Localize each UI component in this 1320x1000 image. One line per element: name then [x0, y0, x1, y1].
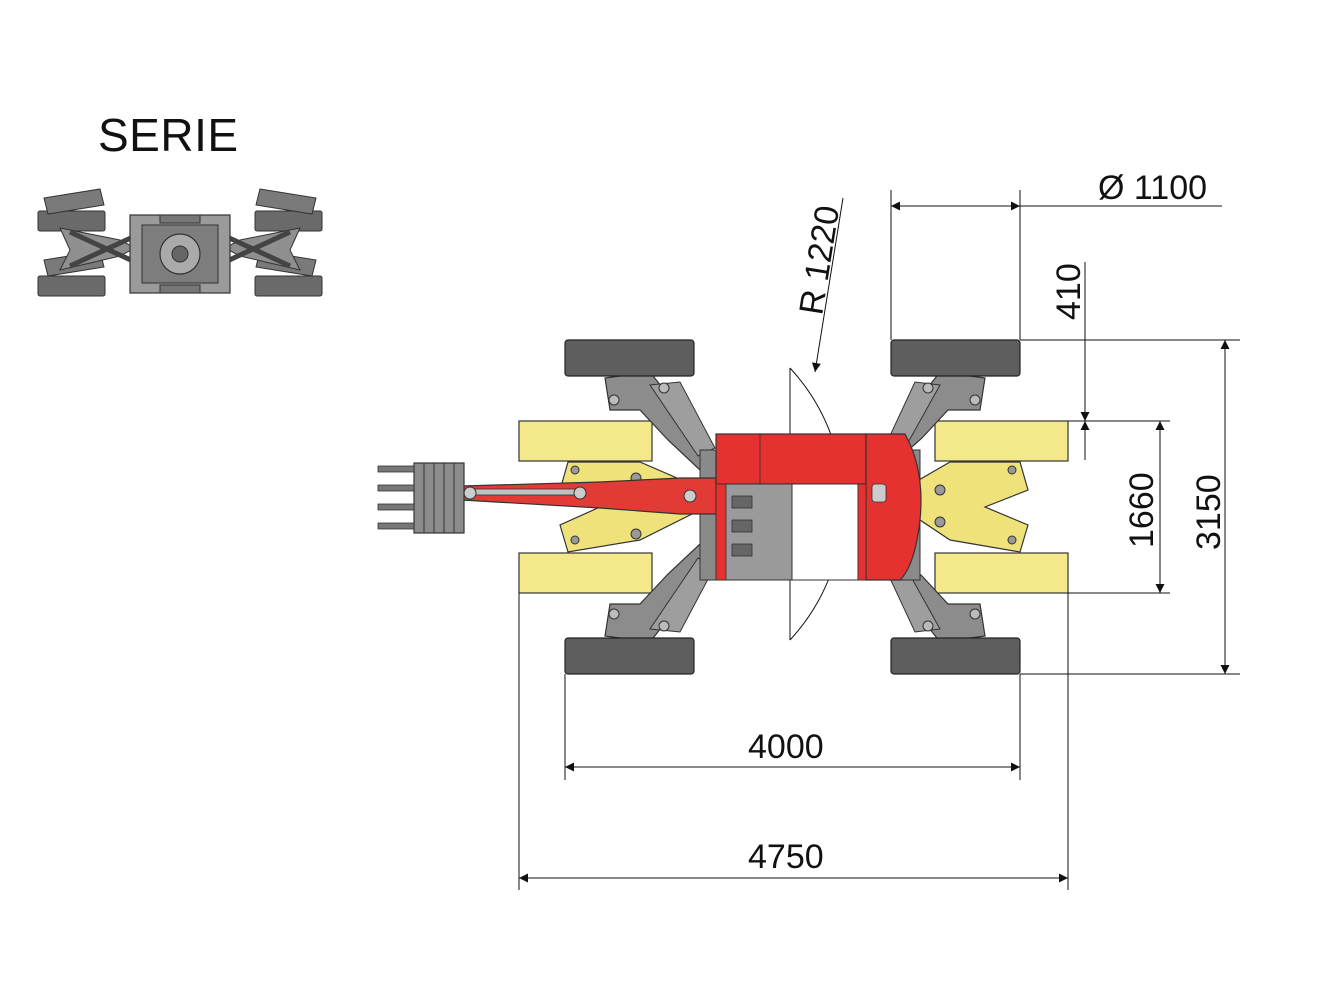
- wheel-right-top: [890, 339, 1021, 377]
- label-total-length: 4750: [748, 838, 824, 876]
- serie-title: SERIE: [98, 109, 239, 161]
- outrigger-right: [904, 461, 1029, 553]
- label-wheel-diameter: Ø 1100: [1098, 169, 1207, 207]
- pad-left-top: [518, 420, 653, 462]
- cab-window: [791, 483, 859, 581]
- thumb-wheel-br: [254, 275, 323, 297]
- bucket-tooth-2: [377, 484, 415, 492]
- thumb-wheel-tl2: [43, 188, 105, 215]
- dimension-lines: [518, 190, 1240, 890]
- boom: [461, 477, 717, 515]
- cab-interior: [715, 483, 793, 581]
- bucket-tooth-4: [377, 522, 415, 530]
- wheel-left-bottom: [564, 637, 695, 675]
- label-inner-width: 1660: [1123, 472, 1161, 548]
- pad-right-bottom: [934, 552, 1069, 594]
- bucket: [413, 462, 465, 534]
- machine-top-view: [377, 339, 1069, 675]
- label-total-width: 3150: [1190, 474, 1228, 550]
- dim-turn-radius-leader: [811, 197, 844, 373]
- label-wheelbase: 4000: [748, 728, 824, 766]
- bucket-tooth-3: [377, 503, 415, 511]
- serie-thumbnail: [37, 188, 323, 297]
- pad-right-top: [934, 420, 1069, 462]
- thumb-wheel-tr2: [255, 188, 317, 215]
- thumb-wheel-bl: [37, 275, 106, 297]
- wheel-right-bottom: [890, 637, 1021, 675]
- bucket-tooth-1: [377, 465, 415, 473]
- pad-left-bottom: [518, 552, 653, 594]
- cab-roof: [715, 433, 867, 485]
- label-turn-radius: R 1220: [792, 203, 847, 317]
- wheel-left-top: [564, 339, 695, 377]
- cab-rear: [865, 433, 922, 581]
- cab-handle: [871, 483, 887, 503]
- label-offset-410: 410: [1050, 263, 1088, 320]
